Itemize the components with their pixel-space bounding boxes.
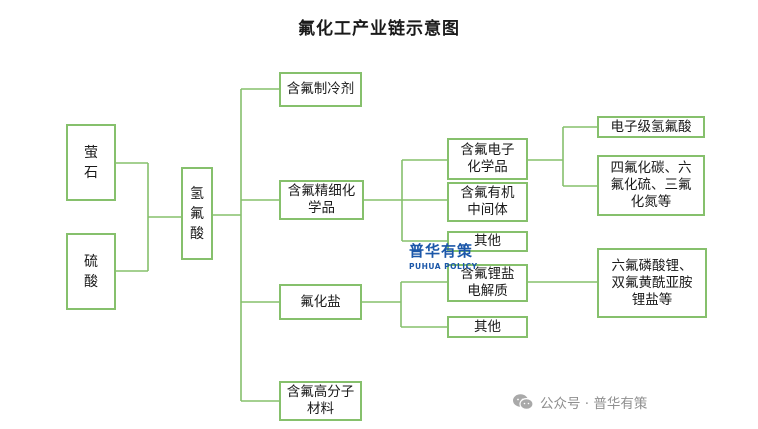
node-qingfusuan: 氢 氟 酸 [181,167,213,260]
footer-account: 公众号 · 普华有策 [512,392,647,412]
node-dianzijiqfs: 电子级氢氟酸 [597,116,705,138]
page-title: 氟化工产业链示意图 [298,19,460,39]
watermark-en: PUHUA POLICY [409,262,478,271]
node-jingxi: 含氟精细化 学品 [279,180,364,220]
node-zhongjianti: 含氟有机 中间体 [447,182,528,222]
watermark-cn: 普华有策 [409,242,474,260]
watermark-logo: 普华有策 PUHUA POLICY [409,240,489,271]
node-qita1: 其他 [447,231,528,252]
footer-text: 公众号 · 普华有策 [540,396,648,412]
node-zhilengji: 含氟制冷剂 [279,72,362,107]
node-liufulinsuanli: 六氟磷酸锂、 双氟黄酰亚胺 锂盐等 [597,248,707,318]
node-dianzi: 含氟电子 化学品 [447,138,528,180]
node-sifuhuatan: 四氟化碳、六 氟化硫、三氟 化氮等 [597,155,705,216]
node-yingshi: 萤 石 [66,124,116,201]
node-gaofenzi: 含氟高分子 材料 [279,381,362,421]
node-dianjiezhi: 含氟锂盐 电解质 [447,264,528,302]
node-fuhuayan: 氟化盐 [279,284,362,320]
node-qita2: 其他 [447,316,528,338]
node-liusuan: 硫 酸 [66,233,116,310]
wechat-icon [513,394,534,411]
